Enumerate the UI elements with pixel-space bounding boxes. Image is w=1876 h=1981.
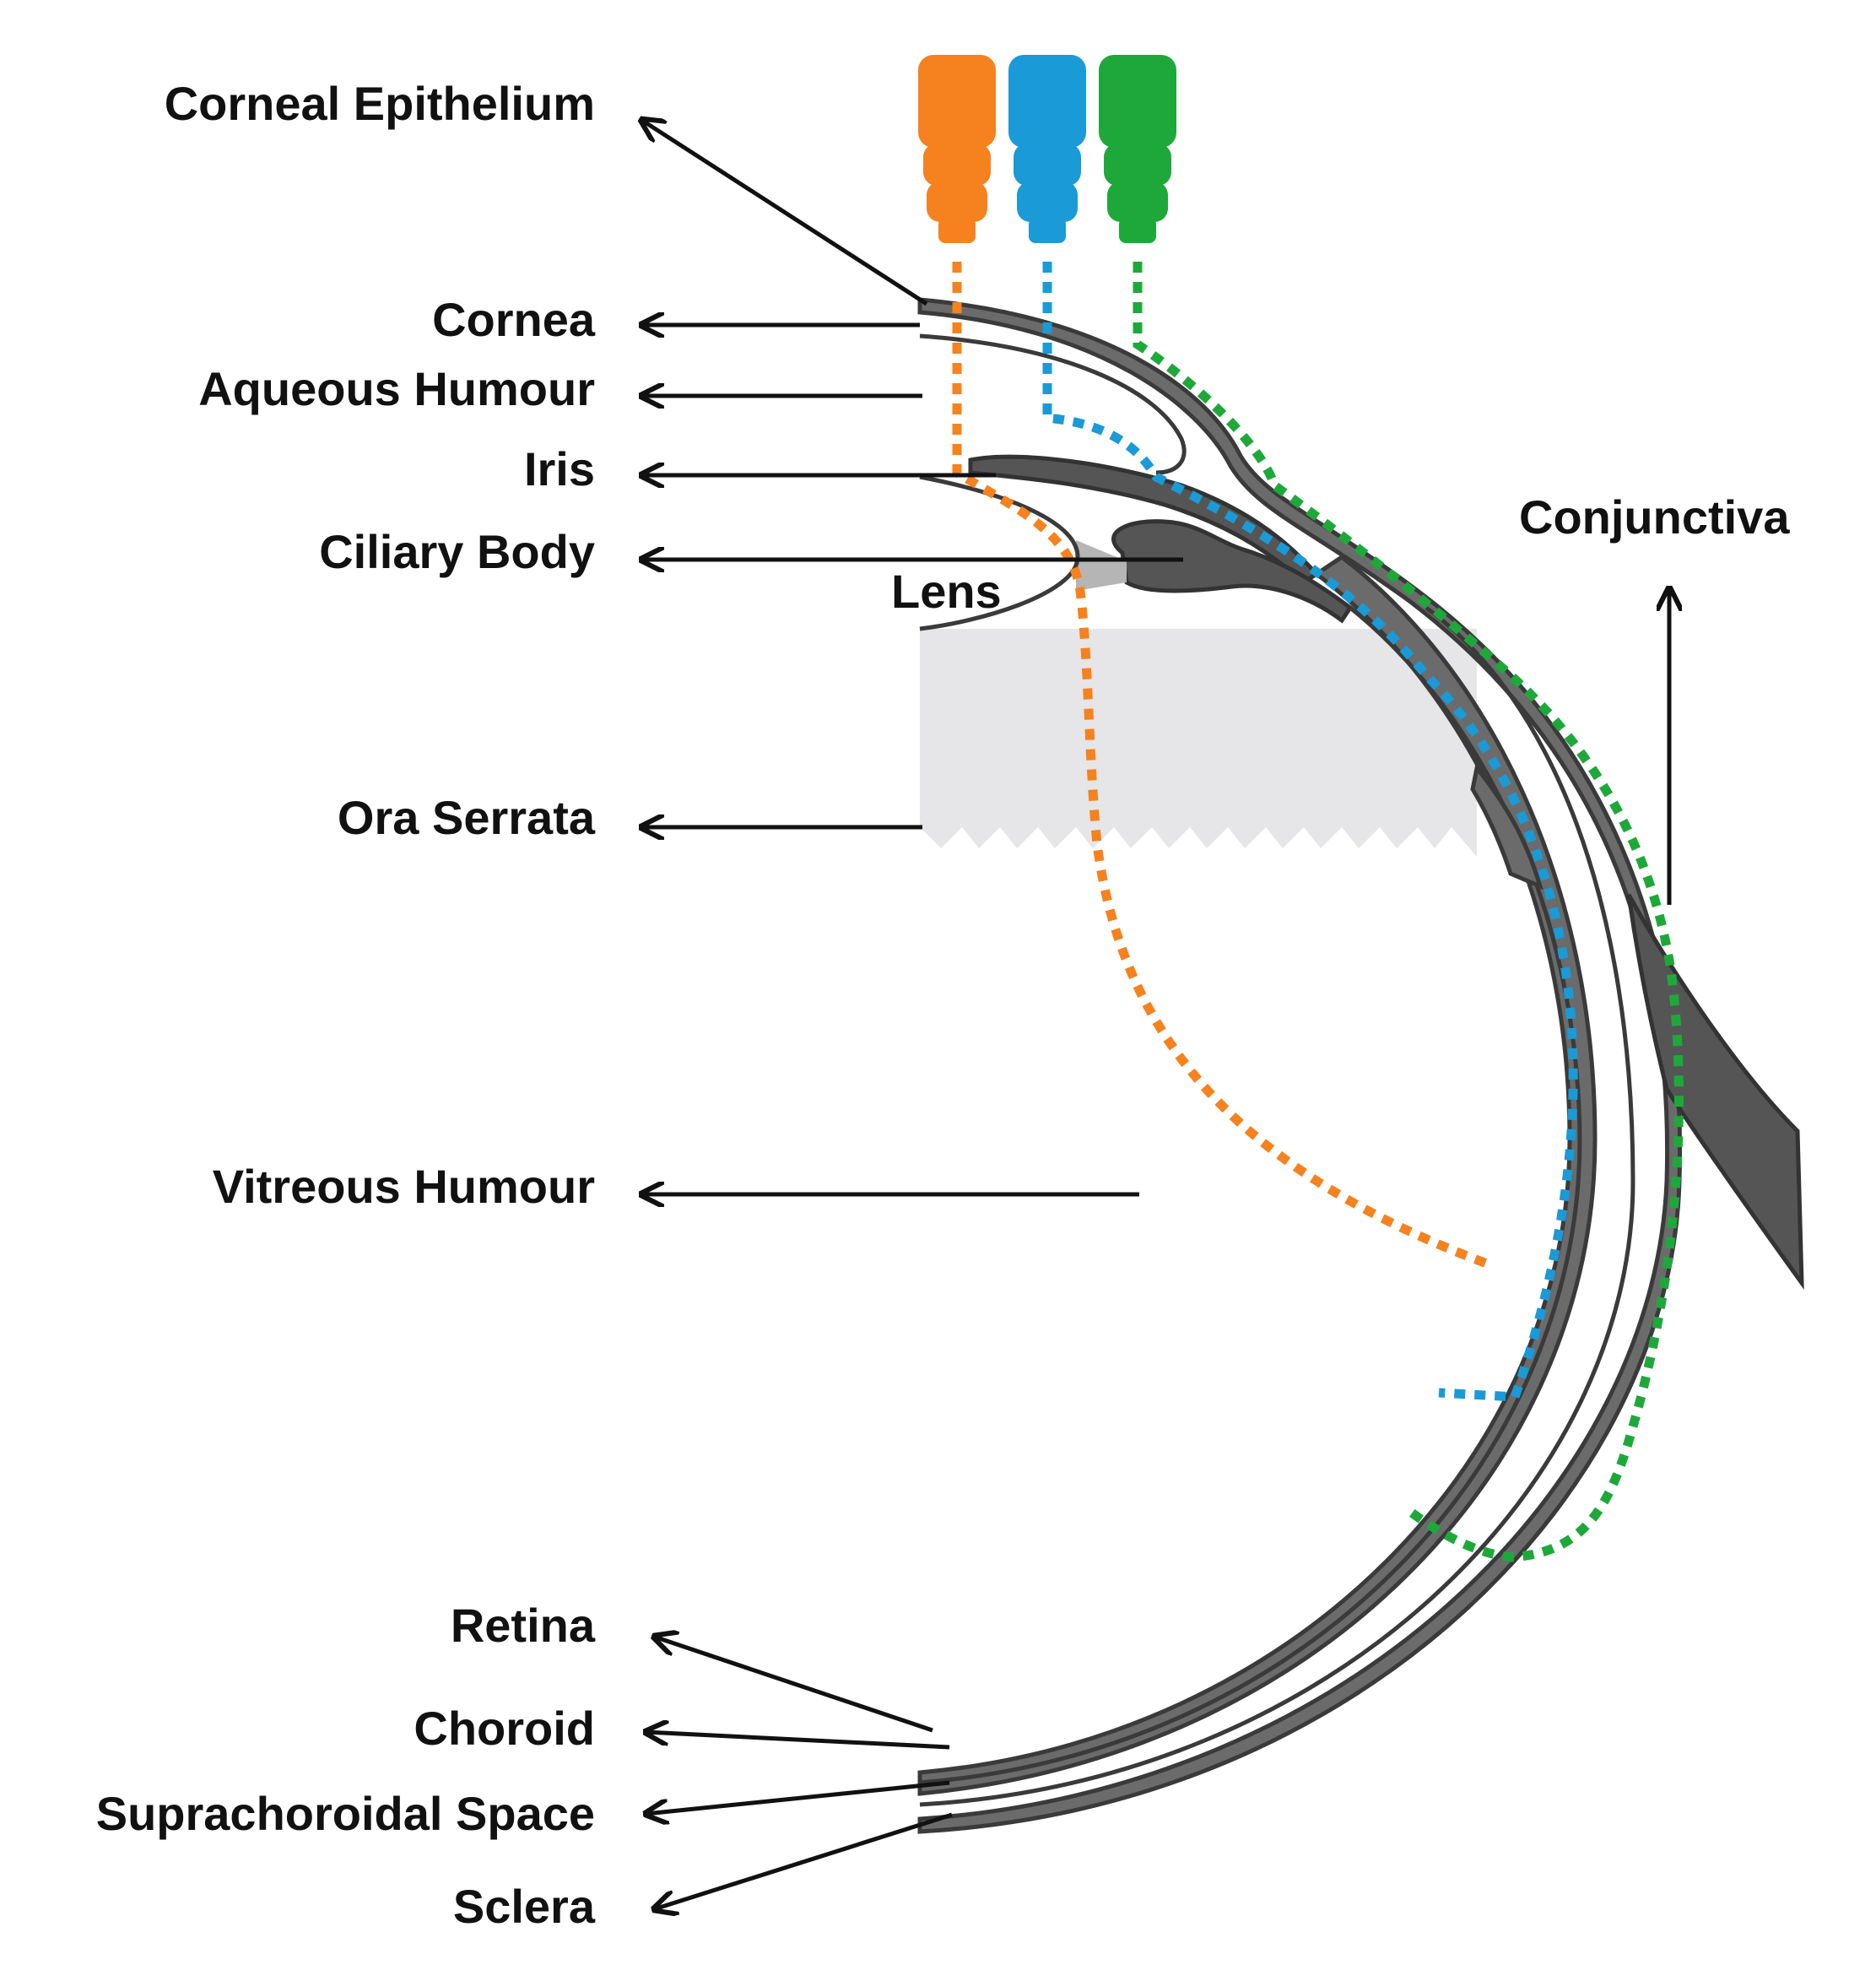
label-conjunctiva: Conjunctiva	[1519, 490, 1790, 544]
label-choroid: Choroid	[414, 1702, 595, 1755]
label-lens: Lens	[891, 565, 1002, 618]
ciliary-body	[1111, 519, 1354, 624]
cornea-inner	[919, 333, 1187, 475]
suprachoroidal-line	[919, 605, 1635, 1807]
retina-choroid-band	[917, 554, 1598, 1796]
blue-route	[1042, 262, 1578, 1402]
blue-dropper-icon	[1008, 55, 1086, 243]
zonules	[1076, 540, 1127, 591]
label-ora-serrata: Ora Serrata	[338, 791, 596, 844]
choroid-inner-line	[919, 606, 1582, 1785]
retina-arrow	[654, 1637, 933, 1733]
orange-route	[952, 262, 1495, 1271]
pars-plana	[1470, 763, 1544, 890]
label-iris: Iris	[524, 442, 595, 495]
label-ciliary-body: Ciliary Body	[319, 525, 595, 578]
label-sclera: Sclera	[453, 1880, 596, 1933]
label-cornea: Cornea	[432, 293, 596, 346]
label-aqueous-humour: Aqueous Humour	[198, 362, 595, 415]
sclera-arrow	[654, 1812, 953, 1909]
suprachoroidal-space-arrow	[646, 1780, 950, 1814]
label-vitreous-humour: Vitreous Humour	[213, 1160, 595, 1213]
green-route	[1133, 262, 1684, 1562]
corneal-epithelium-arrow	[641, 120, 928, 306]
eyelid-fold	[1626, 893, 1804, 1291]
orange-dropper-icon	[918, 55, 996, 243]
green-dropper-icon	[1099, 55, 1176, 243]
choroid-arrow	[646, 1732, 950, 1750]
label-retina: Retina	[451, 1599, 596, 1652]
label-corneal-epithelium: Corneal Epithelium	[165, 77, 595, 130]
vitreous-region	[920, 629, 1477, 857]
label-suprachoroidal-space: Suprachoroidal Space	[96, 1787, 595, 1840]
